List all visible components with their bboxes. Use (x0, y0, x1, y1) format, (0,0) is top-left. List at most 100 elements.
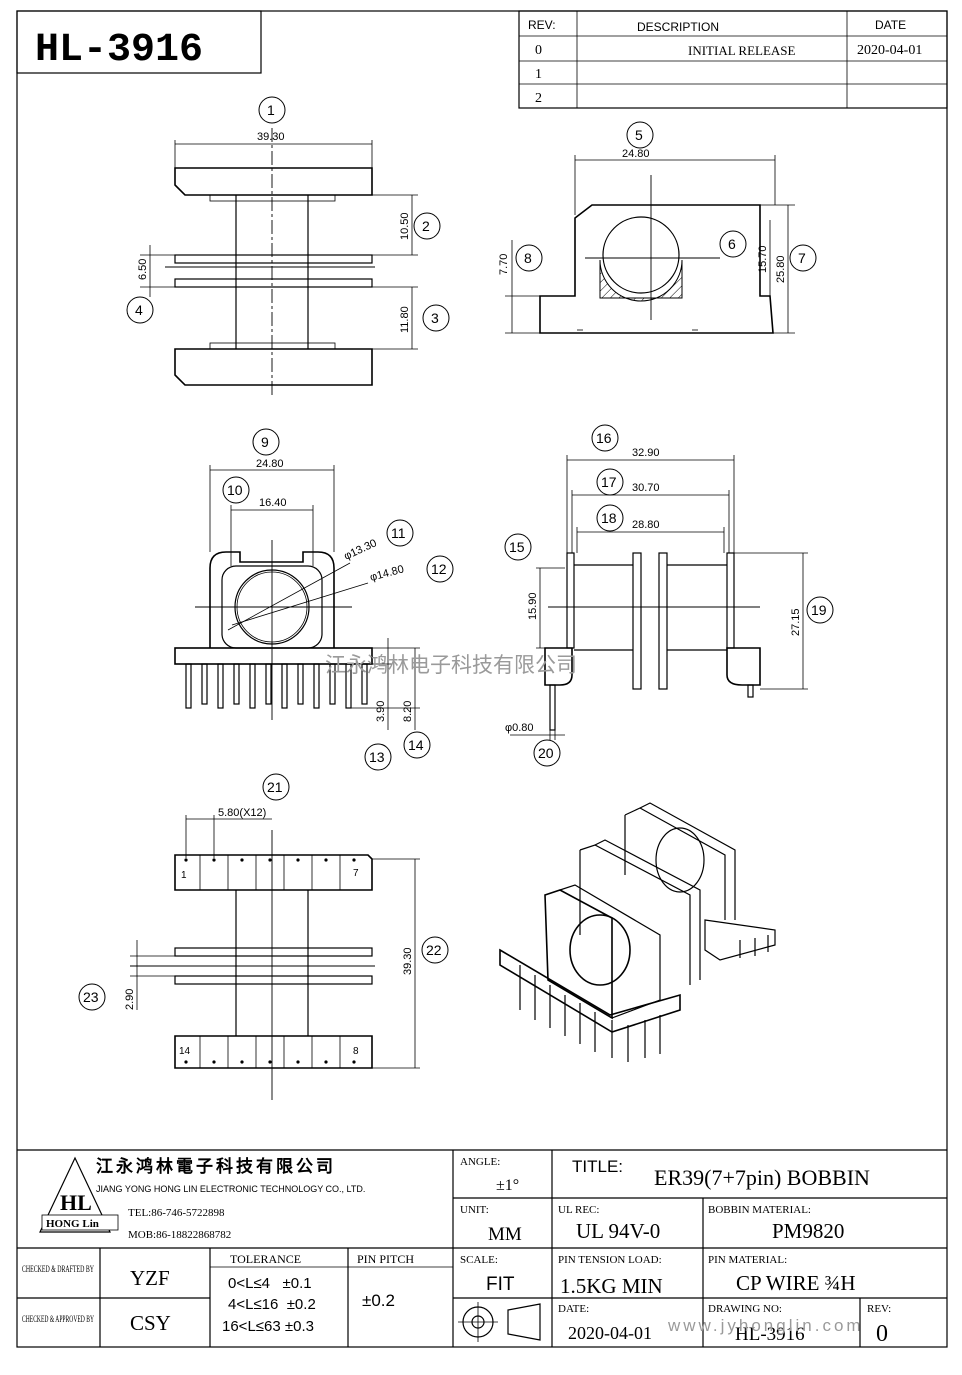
svg-text:15: 15 (509, 539, 525, 555)
dim-15-90: 15.90 (527, 592, 539, 620)
balloon-13: 13 (364, 743, 392, 771)
svg-text:10: 10 (227, 482, 243, 498)
dim-30-70: 30.70 (632, 482, 660, 494)
title-block: HL HONG Lin 江永鸿林電子科技有限公司 JIANG YONG HONG… (17, 1149, 947, 1347)
balloon-11: 11 (386, 519, 414, 547)
balloon-15: 15 (504, 533, 532, 561)
balloon-1: 1 (258, 96, 286, 124)
title-label: TITLE: (572, 1157, 623, 1176)
svg-text:3: 3 (431, 310, 439, 326)
dim-8-20: 8.20 (402, 701, 414, 722)
balloon-16: 16 (591, 424, 619, 452)
svg-text:7: 7 (798, 250, 806, 266)
svg-text:HONG Lin: HONG Lin (46, 1218, 99, 1230)
company-mob: MOB:86-18822868782 (128, 1229, 231, 1241)
tolerance-row-1: 0<L≤4 ±0.1 (228, 1275, 312, 1292)
svg-text:12: 12 (431, 561, 447, 577)
pin-material-value: CP WIRE ¾H (736, 1271, 856, 1295)
balloon-7: 7 (789, 244, 817, 272)
dim-16-40: 16.40 (259, 497, 287, 509)
bottom-pin-slots (199, 855, 341, 1068)
dim-5-80-x12: 5.80(X12) (218, 807, 266, 819)
pin-label-7: 7 (353, 868, 359, 879)
svg-text:8: 8 (524, 250, 532, 266)
sheet-border (16, 10, 948, 1348)
drawing-no-label: DRAWING NO: (708, 1303, 782, 1315)
rev-value: 0 (876, 1321, 888, 1347)
checked-approved-label: CHECKED & APPROVED BY (22, 1314, 94, 1324)
date-label: DATE: (558, 1303, 589, 1315)
dim-dia-13-30: φ13.30 (342, 537, 378, 563)
balloon-9: 9 (252, 428, 280, 456)
scale-label: SCALE: (460, 1254, 498, 1266)
view-isometric (499, 802, 776, 1062)
balloon-18: 18 (596, 504, 624, 532)
balloon-5: 5 (626, 121, 654, 149)
part-number-box: HL-3916 (16, 10, 262, 74)
svg-text:2: 2 (422, 218, 430, 234)
iso-pins (519, 935, 769, 1062)
view-top: 39.30 10.50 11.80 6.50 (137, 128, 418, 395)
dim-11-80: 11.80 (399, 306, 411, 333)
projection-symbol (458, 1302, 541, 1342)
bobbin-material-value: PM9820 (772, 1219, 844, 1243)
watermark-mid: 江永鸿林电子科技有限公司 (325, 654, 577, 677)
pin-tension-value: 1.5KG MIN (560, 1274, 663, 1298)
ul-label: UL REC: (558, 1204, 599, 1216)
rev-row-0-description: INITIAL RELEASE (688, 43, 796, 58)
dim-2-90: 2.90 (124, 989, 136, 1010)
dim-6-50: 6.50 (137, 259, 149, 280)
svg-text:22: 22 (426, 942, 442, 958)
dim-7-70: 7.70 (498, 254, 510, 275)
scale-value: FIT (486, 1274, 515, 1295)
bobbin-material-label: BOBBIN MATERIAL: (708, 1204, 811, 1216)
pin-label-1: 1 (181, 870, 187, 881)
approved-by: CSY (130, 1311, 171, 1335)
svg-text:9: 9 (261, 434, 269, 450)
svg-text:19: 19 (811, 602, 827, 618)
balloon-21: 21 (262, 773, 290, 801)
unit-value: MM (488, 1224, 522, 1245)
dim-24-80-front: 24.80 (256, 458, 284, 470)
balloon-3: 3 (422, 304, 450, 332)
dim-39-30-bottom: 39.30 (402, 947, 414, 975)
watermark-bottom: www.jyhonglin.com (667, 1316, 864, 1335)
svg-text:4: 4 (135, 302, 143, 318)
balloon-20: 20 (533, 739, 561, 767)
pin-pitch-value: ±0.2 (362, 1291, 395, 1310)
svg-text:1: 1 (267, 102, 275, 118)
angle-value: ±1° (496, 1177, 519, 1194)
pin-tension-label: PIN TENSION LOAD: (558, 1254, 662, 1266)
balloon-4: 4 (126, 296, 154, 324)
svg-text:11: 11 (391, 525, 406, 541)
svg-text:HL: HL (60, 1190, 92, 1215)
balloon-14: 14 (403, 731, 431, 759)
dim-10-50: 10.50 (399, 212, 411, 240)
pin-label-8: 8 (353, 1046, 359, 1057)
dim-27-15: 27.15 (790, 608, 802, 636)
dim-3-90: 3.90 (375, 701, 387, 722)
svg-text:23: 23 (83, 989, 99, 1005)
dim-25-80: 25.80 (775, 255, 787, 283)
svg-text:6: 6 (728, 236, 736, 252)
svg-text:13: 13 (369, 749, 385, 765)
front-pins (185, 663, 368, 709)
balloon-10: 10 (222, 476, 250, 504)
svg-text:5: 5 (635, 127, 643, 143)
rev-row-2: 2 (535, 91, 542, 106)
company-name-cn: 江永鸿林電子科技有限公司 (96, 1156, 336, 1176)
company-name-en: JIANG YONG HONG LIN ELECTRONIC TECHNOLOG… (96, 1184, 365, 1194)
svg-text:20: 20 (538, 745, 554, 761)
balloon-17: 17 (596, 468, 624, 496)
title-value: ER39(7+7pin) BOBBIN (654, 1165, 870, 1190)
checked-drafted-label: CHECKED & DRAFTED BY (22, 1264, 94, 1274)
dim-24-80-end: 24.80 (622, 148, 650, 160)
company-tel: TEL:86-746-5722898 (128, 1207, 225, 1219)
dim-39-30: 39.30 (257, 131, 285, 143)
unit-label: UNIT: (460, 1204, 489, 1216)
revision-table: REV: DESCRIPTION DATE 0 INITIAL RELEASE … (518, 10, 948, 109)
svg-text:21: 21 (267, 779, 283, 795)
ul-value: UL 94V-0 (576, 1219, 660, 1243)
balloon-2: 2 (413, 212, 441, 240)
